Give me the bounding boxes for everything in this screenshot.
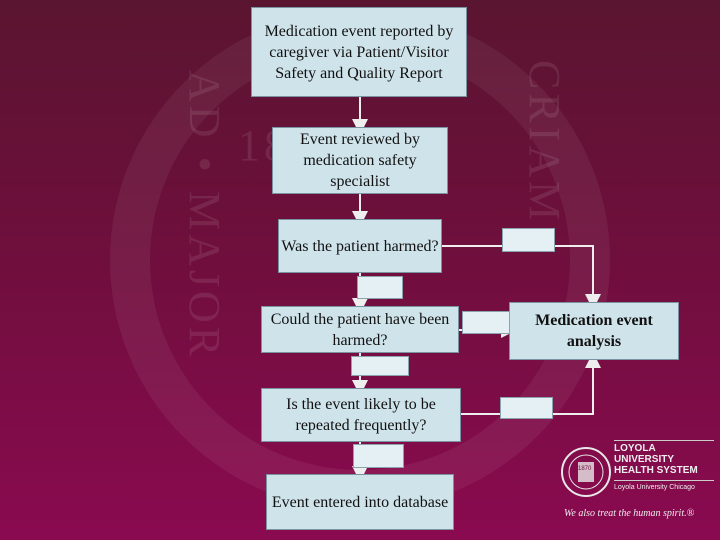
reviewed-box-label: Event reviewed by medication safety spec…: [300, 131, 420, 190]
logo-line1: LOYOLA: [614, 443, 656, 454]
database-box-label: Event entered into database: [271, 493, 449, 511]
reported-box: Medication event reported by caregiver v…: [251, 7, 467, 97]
reported-box-label: Medication event reported by caregiver v…: [264, 22, 454, 82]
harmed-question-label: Was the patient harmed?: [281, 237, 439, 255]
loyola-seal-icon: 1870: [561, 447, 611, 497]
analysis-box: Medication event analysis: [509, 302, 679, 360]
watermark-left-text: AD • MAJOR: [180, 70, 229, 360]
could-harm-question-box: Could the patient have been harmed?: [261, 306, 459, 353]
logo-line4: Loyola University Chicago: [614, 484, 695, 491]
database-box: Event entered into database: [266, 474, 454, 530]
harmed-question-box: Was the patient harmed?: [278, 219, 442, 273]
seal-year: 1870: [578, 466, 592, 472]
repeated-question-label: Is the event likely to be repeated frequ…: [286, 396, 436, 434]
no-tag-harmed: [357, 276, 403, 299]
analysis-box-label: Medication event analysis: [535, 312, 653, 350]
logo-tagline: We also treat the human spirit.®: [564, 508, 695, 519]
watermark-right-text: CRIAM: [520, 60, 569, 224]
could-harm-question-label: Could the patient have been harmed?: [270, 310, 450, 349]
no-tag-could: [351, 356, 409, 376]
loyola-logo: 1870 LOYOLA UNIVERSITY HEALTH SYSTEM Loy…: [556, 440, 716, 530]
yes-tag-could: [462, 311, 510, 334]
no-tag-repeated: [353, 444, 404, 468]
arrow-harmed-to-analysis: [442, 245, 601, 310]
logo-line3: HEALTH SYSTEM: [614, 465, 698, 476]
yes-tag-repeated: [500, 397, 553, 419]
repeated-question-box: Is the event likely to be repeated frequ…: [261, 388, 461, 442]
yes-tag-harmed: [502, 228, 555, 252]
reviewed-box: Event reviewed by medication safety spec…: [272, 127, 448, 194]
logo-line2: UNIVERSITY: [614, 454, 675, 465]
